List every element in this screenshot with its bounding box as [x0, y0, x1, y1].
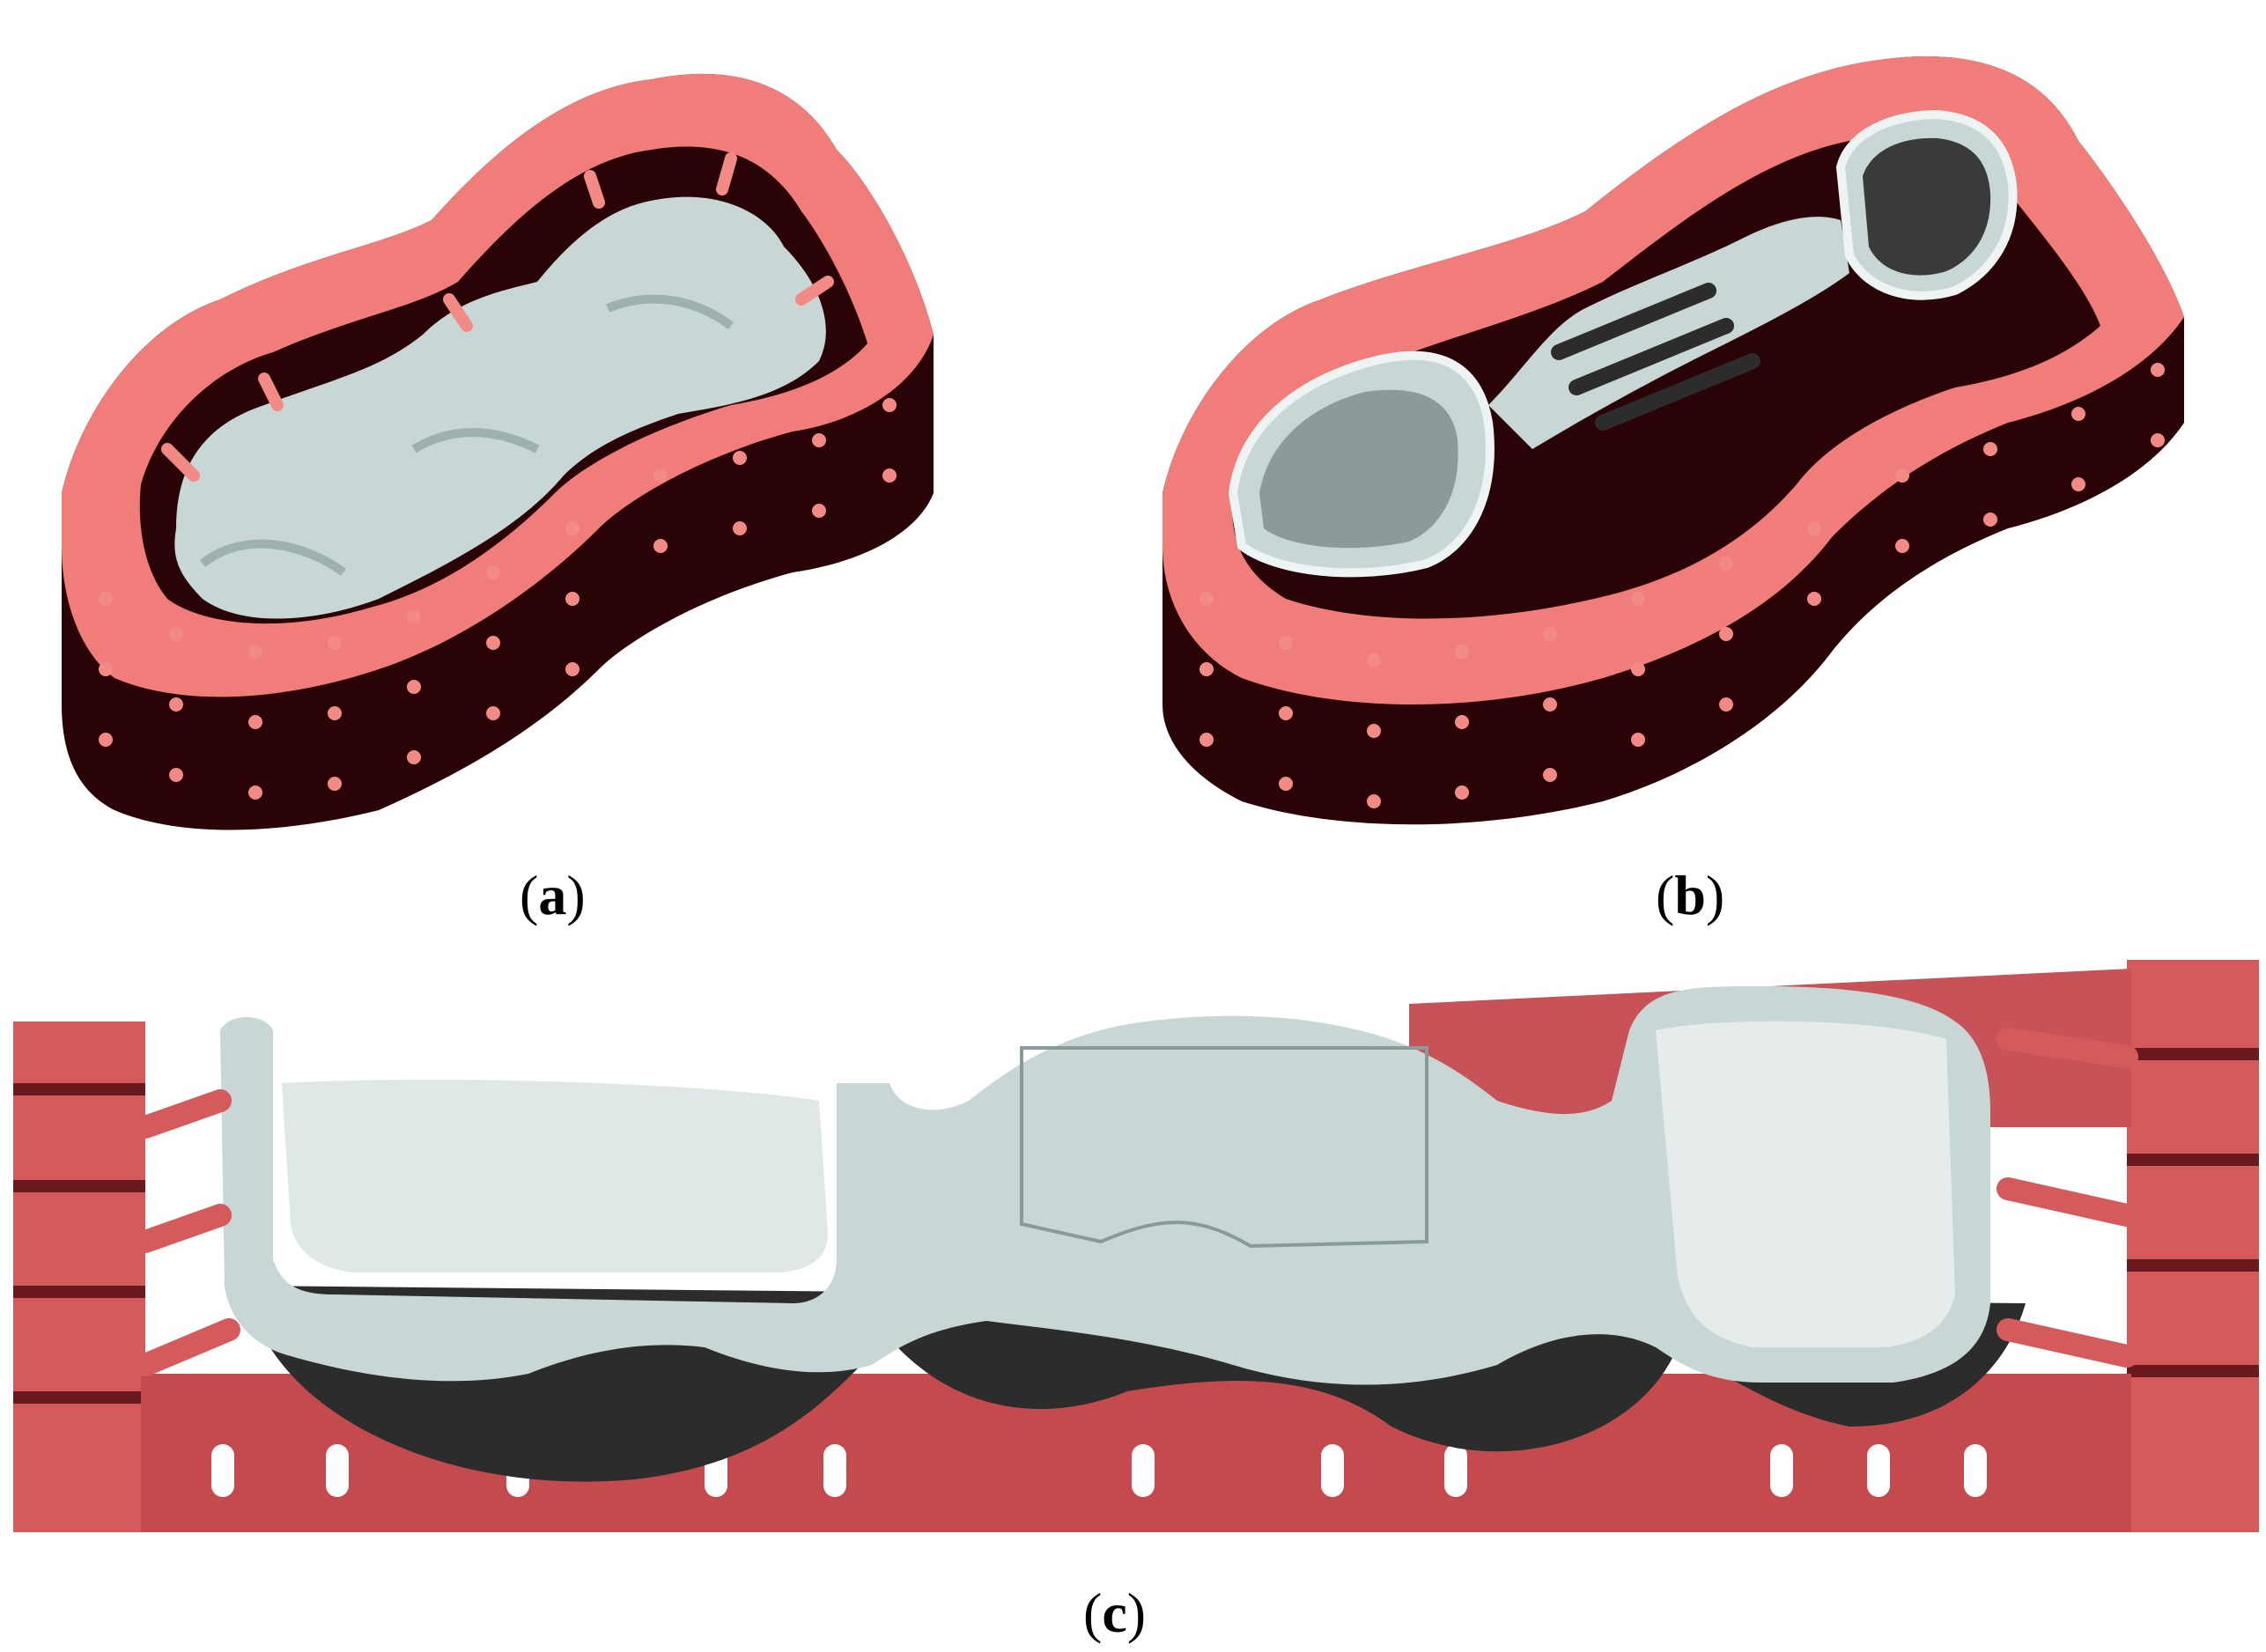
caption-a-letter: a [538, 864, 567, 926]
caption-c-letter: c [1102, 1582, 1127, 1644]
connector-slot-c [1020, 1046, 1428, 1249]
panel-c-illustration [0, 951, 2266, 1603]
coping-right-inner-b [1863, 137, 1991, 276]
connector-slots-b [1551, 283, 1760, 431]
caption-b: (b) [1656, 864, 1725, 926]
caption-c: (c) [1083, 1582, 1147, 1644]
wall-pins-a [99, 398, 897, 800]
coping-right-cavity-c [1656, 1021, 1955, 1347]
panel-b-svg [1163, 56, 2184, 825]
crown-shade-a [199, 294, 734, 577]
mesh-right-wall [2127, 960, 2259, 1532]
mesh-left-wall [13, 1021, 145, 1532]
caption-a: (a) [520, 864, 586, 926]
panel-c-svg [13, 960, 2259, 1532]
wall-pins-b [1199, 363, 2165, 808]
mesh-stripes [13, 1048, 2259, 1404]
panel-a-illustration [44, 35, 1101, 845]
inner-pins-a [161, 152, 834, 482]
panel-b-illustration [1145, 35, 2237, 845]
caption-b-letter: b [1674, 864, 1706, 926]
mesh-struts-c [134, 1028, 2138, 1376]
coping-left-cavity-c [282, 1080, 828, 1272]
panel-a-svg [62, 73, 934, 830]
coping-left-inner-b [1259, 389, 1458, 549]
coping-section-c [220, 986, 1990, 1385]
